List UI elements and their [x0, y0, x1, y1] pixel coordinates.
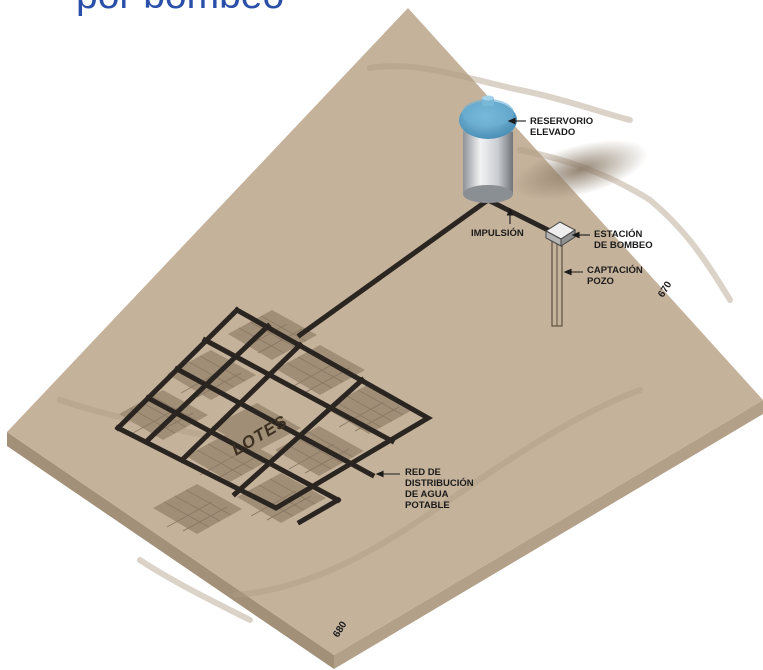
contour-label-670: 670	[656, 279, 674, 299]
label-estacion-2: DE BOMBEO	[594, 240, 653, 251]
elevated-reservoir	[459, 95, 517, 203]
terrain-platform	[7, 8, 763, 669]
lots-center	[211, 403, 301, 452]
terrain-edge-left	[7, 432, 334, 669]
label-captacion-1: CAPTACIÓN	[587, 264, 643, 276]
callout-labels: RESERVORIO ELEVADO IMPULSIÓN ESTACIÓN DE…	[331, 116, 674, 640]
main-pipe	[296, 196, 492, 339]
label-red-1: RED DE	[405, 467, 441, 478]
terrain-top	[7, 8, 763, 655]
reservoir-shadow	[512, 139, 648, 201]
label-captacion-2: POZO	[587, 276, 614, 287]
pump-station	[545, 221, 576, 327]
callout-lines	[375, 117, 590, 478]
label-reservorio-1: RESERVORIO	[530, 116, 593, 127]
terrain-edge-right	[334, 400, 763, 669]
label-red-2: DISTRIBUCIÓN	[405, 477, 474, 489]
impulsion-pipe	[484, 196, 556, 236]
label-estacion-1: ESTACIÓN	[594, 228, 643, 240]
distribution-network	[114, 196, 556, 526]
diagram-title: por bombeo	[76, 0, 284, 18]
pump-house-right	[560, 229, 576, 247]
label-red-4: POTABLE	[405, 500, 450, 511]
label-reservorio-2: ELEVADO	[530, 127, 575, 138]
label-red-3: DE AGUA	[405, 489, 449, 500]
label-impulsion: IMPULSIÓN	[471, 227, 524, 239]
